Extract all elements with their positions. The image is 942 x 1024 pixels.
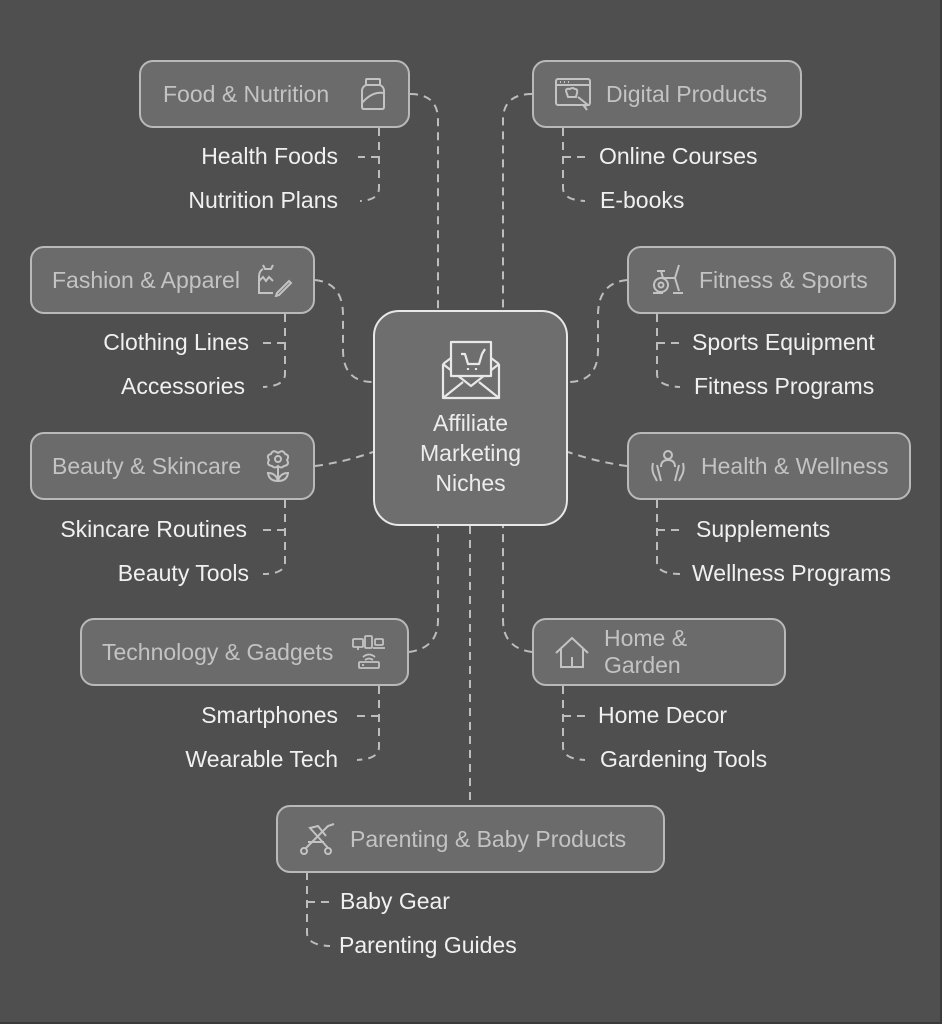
sub-connector-fashion bbox=[262, 314, 286, 388]
connector-fitness bbox=[567, 279, 628, 383]
sub-item: Clothing Lines bbox=[103, 329, 249, 355]
sub-connector-health bbox=[656, 500, 681, 575]
stroller-icon bbox=[298, 822, 336, 856]
sub-item: Parenting Guides bbox=[339, 932, 517, 958]
node-label: Home & Garden bbox=[604, 625, 688, 678]
connector-food bbox=[409, 93, 439, 310]
center-node[interactable]: Affiliate Marketing Niches bbox=[373, 310, 568, 526]
exercise-bike-icon bbox=[649, 263, 685, 297]
node-parenting-baby[interactable]: Parenting & Baby Products bbox=[276, 805, 665, 873]
sub-connector-parenting bbox=[306, 872, 331, 947]
sub-connector-fitness bbox=[656, 314, 681, 388]
browser-cursor-icon bbox=[554, 77, 592, 111]
connector-digital bbox=[502, 93, 533, 310]
flower-icon bbox=[263, 449, 293, 483]
sub-item: Skincare Routines bbox=[60, 516, 247, 542]
connector-fashion bbox=[314, 279, 374, 383]
sub-item: Sports Equipment bbox=[692, 329, 875, 355]
node-fashion-apparel[interactable]: Fashion & Apparel bbox=[30, 246, 315, 314]
house-icon bbox=[554, 635, 590, 669]
node-label: Parenting & Baby Products bbox=[350, 825, 627, 852]
sub-connector-beauty bbox=[262, 500, 286, 575]
connector-tech bbox=[408, 526, 439, 653]
node-beauty-skincare[interactable]: Beauty & Skincare bbox=[30, 432, 315, 500]
node-health-wellness[interactable]: Health & Wellness bbox=[627, 432, 911, 500]
connector-beauty bbox=[314, 451, 374, 467]
sub-item: Online Courses bbox=[599, 143, 758, 169]
node-label: Technology & Gadgets bbox=[102, 638, 334, 665]
node-label: Fashion & Apparel bbox=[52, 266, 240, 293]
sub-item: Wellness Programs bbox=[692, 560, 891, 586]
node-technology-gadgets[interactable]: Technology & Gadgets bbox=[80, 618, 409, 686]
devices-router-icon bbox=[351, 635, 387, 669]
node-label: Beauty & Skincare bbox=[52, 452, 242, 479]
person-hands-icon bbox=[649, 449, 687, 483]
node-label: Digital Products bbox=[606, 80, 768, 107]
center-label-line-3: Niches bbox=[435, 470, 506, 496]
sub-item: Gardening Tools bbox=[600, 746, 768, 772]
center-label-line-1: Affiliate bbox=[432, 410, 508, 436]
node-label: Fitness & Sports bbox=[699, 266, 868, 293]
connector-health bbox=[567, 451, 628, 467]
envelope-cart-icon bbox=[439, 340, 503, 402]
sub-item: Baby Gear bbox=[340, 888, 450, 914]
node-home-garden[interactable]: Home & Garden bbox=[532, 618, 786, 686]
sub-item: Smartphones bbox=[201, 702, 338, 728]
dress-pencil-icon bbox=[255, 263, 293, 298]
center-label-line-2: Marketing bbox=[420, 440, 521, 466]
sub-item: Home Decor bbox=[598, 702, 728, 728]
sub-item: Beauty Tools bbox=[117, 560, 249, 586]
node-fitness-sports[interactable]: Fitness & Sports bbox=[627, 246, 896, 314]
sub-item: E-books bbox=[600, 187, 685, 213]
node-digital-products[interactable]: Digital Products bbox=[532, 60, 802, 128]
sub-connector-home bbox=[562, 686, 586, 761]
sub-connector-food bbox=[358, 128, 380, 202]
jar-icon bbox=[358, 77, 388, 111]
sub-item: Health Foods bbox=[201, 143, 338, 169]
sub-item: Supplements bbox=[696, 516, 831, 542]
sub-connector-tech bbox=[356, 686, 380, 761]
node-label: Health & Wellness bbox=[701, 452, 889, 479]
sub-item: Fitness Programs bbox=[694, 373, 875, 399]
connector-home bbox=[502, 526, 533, 653]
sub-item: Nutrition Plans bbox=[188, 187, 338, 213]
node-food-nutrition[interactable]: Food & Nutrition bbox=[139, 60, 410, 128]
sub-connector-digital bbox=[562, 128, 586, 202]
sub-item: Accessories bbox=[121, 373, 245, 399]
sub-item: Wearable Tech bbox=[185, 746, 338, 772]
node-label: Food & Nutrition bbox=[163, 80, 330, 107]
